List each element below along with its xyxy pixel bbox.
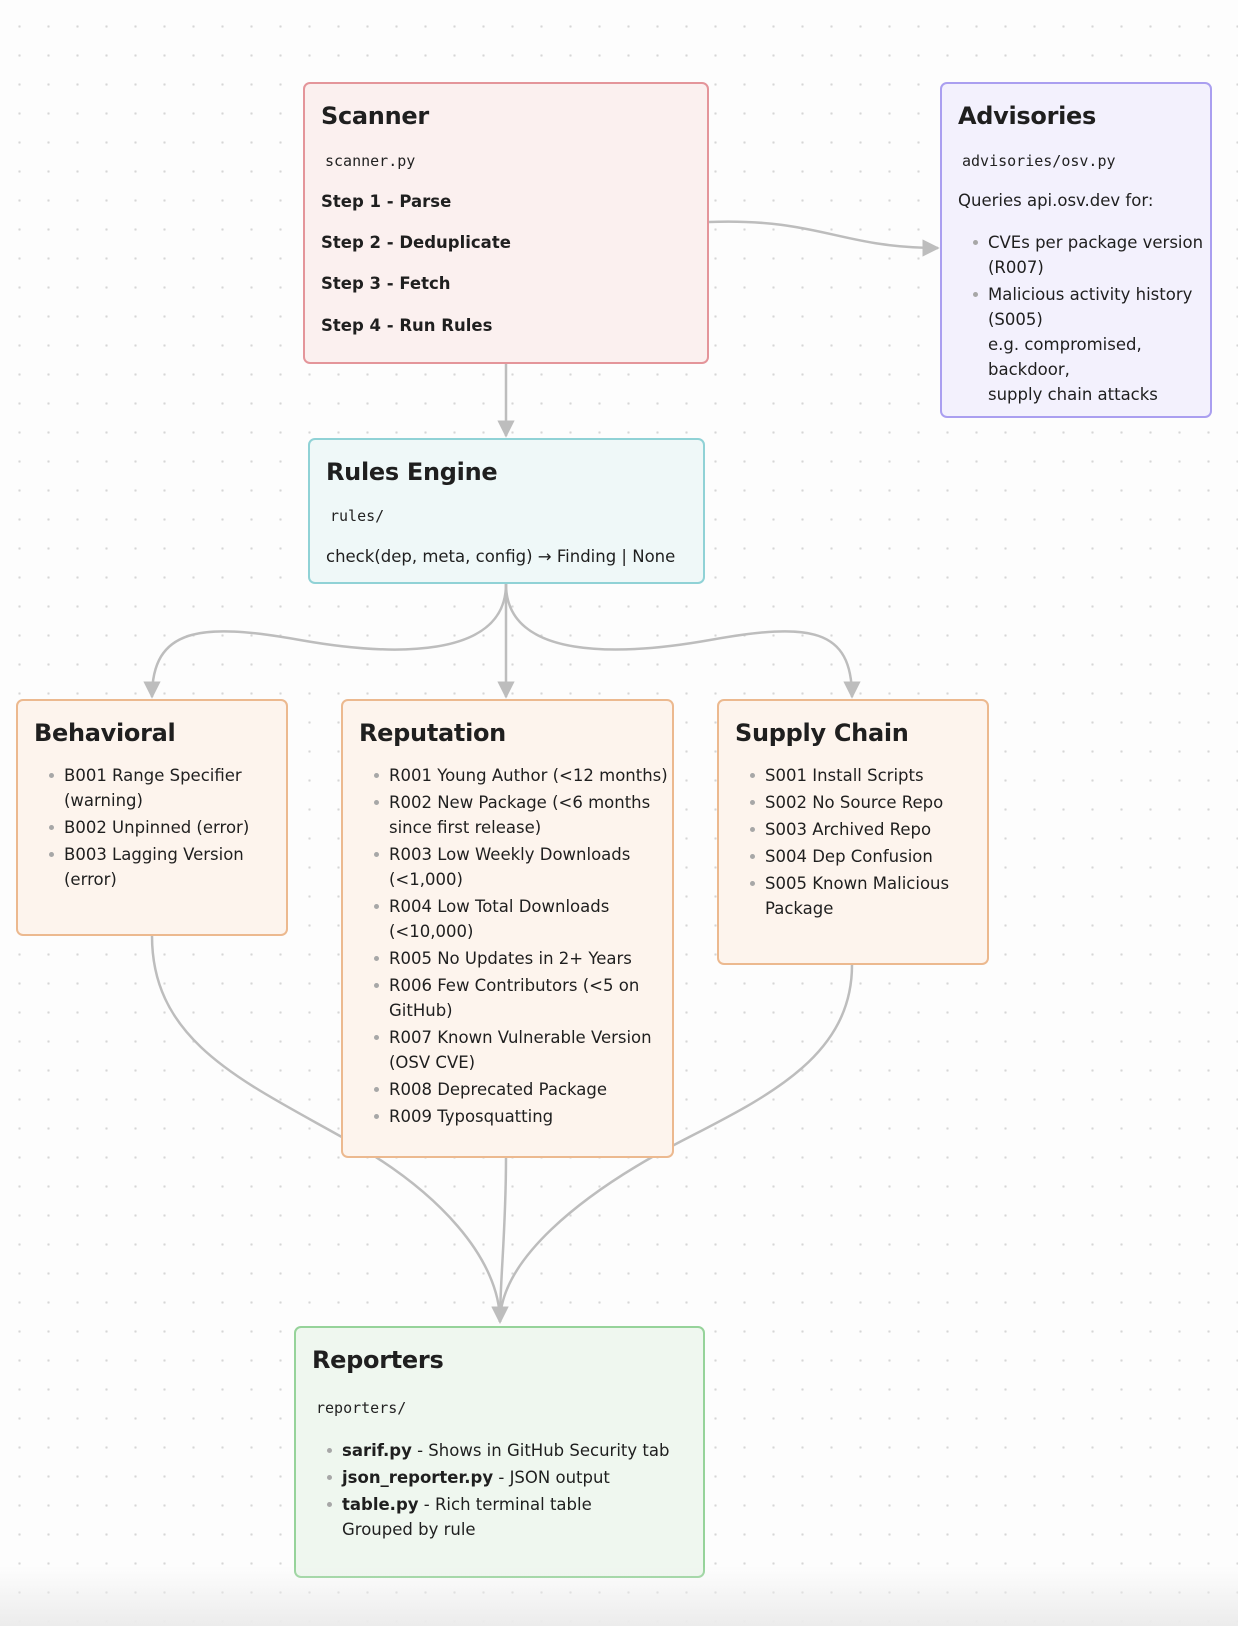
- list-item: S004 Dep Confusion: [735, 844, 949, 869]
- supply-chain-list: S001 Install Scripts S002 No Source Repo…: [735, 763, 949, 923]
- list-item: S003 Archived Repo: [735, 817, 949, 842]
- reporters-file: reporters/: [316, 1399, 407, 1417]
- edge-scanner-to-advisories: [708, 220, 940, 257]
- bottom-fade: [0, 1566, 1238, 1626]
- supply-chain-title: Supply Chain: [735, 719, 909, 747]
- list-item: R009 Typosquatting: [359, 1104, 668, 1129]
- scanner-title: Scanner: [321, 102, 429, 130]
- list-item: Malicious activity history (S005) e.g. c…: [958, 282, 1203, 407]
- behavioral-list: B001 Range Specifier (warning) B002 Unpi…: [34, 763, 249, 894]
- list-item: table.py - Rich terminal table Grouped b…: [312, 1492, 669, 1542]
- rules-engine-title: Rules Engine: [326, 458, 498, 486]
- rules-engine-file: rules/: [330, 507, 385, 525]
- reporters-node[interactable]: Reporters reporters/ sarif.py - Shows in…: [294, 1326, 705, 1578]
- supply-chain-node[interactable]: Supply Chain S001 Install Scripts S002 N…: [717, 699, 989, 965]
- advisories-file: advisories/osv.py: [962, 152, 1116, 170]
- list-item: B002 Unpinned (error): [34, 815, 249, 840]
- edge-behavioral-to-reporters: [150, 935, 509, 1324]
- reporters-title: Reporters: [312, 1346, 444, 1374]
- list-item: R004 Low Total Downloads(<10,000): [359, 894, 668, 944]
- list-item: CVEs per package version (R007): [958, 230, 1203, 280]
- list-item: sarif.py - Shows in GitHub Security tab: [312, 1438, 669, 1463]
- list-item: R003 Low Weekly Downloads(<1,000): [359, 842, 668, 892]
- list-item: R008 Deprecated Package: [359, 1077, 668, 1102]
- advisories-list: CVEs per package version (R007) Maliciou…: [958, 230, 1203, 409]
- scanner-file: scanner.py: [325, 152, 416, 170]
- list-item: B003 Lagging Version (error): [34, 842, 249, 892]
- advisories-node[interactable]: Advisories advisories/osv.py Queries api…: [940, 82, 1212, 418]
- edge-rules-to-supply-chain: [504, 583, 861, 699]
- rules-engine-signature: check(dep, meta, config) → Finding | Non…: [326, 547, 676, 566]
- list-item: B001 Range Specifier (warning): [34, 763, 249, 813]
- advisories-intro: Queries api.osv.dev for:: [958, 191, 1154, 210]
- list-item: R001 Young Author (<12 months): [359, 763, 668, 788]
- list-item: json_reporter.py - JSON output: [312, 1465, 669, 1490]
- scanner-step: Step 3 - Fetch: [321, 274, 451, 293]
- edge-rules-to-behavioral: [143, 583, 508, 699]
- rules-engine-node[interactable]: Rules Engine rules/ check(dep, meta, con…: [308, 438, 705, 584]
- list-item: R007 Known Vulnerable Version(OSV CVE): [359, 1025, 668, 1075]
- reputation-title: Reputation: [359, 719, 506, 747]
- behavioral-node[interactable]: Behavioral B001 Range Specifier (warning…: [16, 699, 288, 936]
- scanner-step: Step 2 - Deduplicate: [321, 233, 511, 252]
- edge-supply-chain-to-reporters: [491, 964, 854, 1324]
- list-item: R005 No Updates in 2+ Years: [359, 946, 668, 971]
- list-item: S001 Install Scripts: [735, 763, 949, 788]
- reporters-list: sarif.py - Shows in GitHub Security tab …: [312, 1438, 669, 1544]
- reputation-node[interactable]: Reputation R001 Young Author (<12 months…: [341, 699, 674, 1158]
- reputation-list: R001 Young Author (<12 months) R002 New …: [359, 763, 668, 1131]
- advisories-title: Advisories: [958, 102, 1097, 130]
- list-item: S002 No Source Repo: [735, 790, 949, 815]
- scanner-node[interactable]: Scanner scanner.py Step 1 - Parse Step 2…: [303, 82, 709, 364]
- scanner-step: Step 4 - Run Rules: [321, 316, 493, 335]
- behavioral-title: Behavioral: [34, 719, 176, 747]
- scanner-step: Step 1 - Parse: [321, 192, 452, 211]
